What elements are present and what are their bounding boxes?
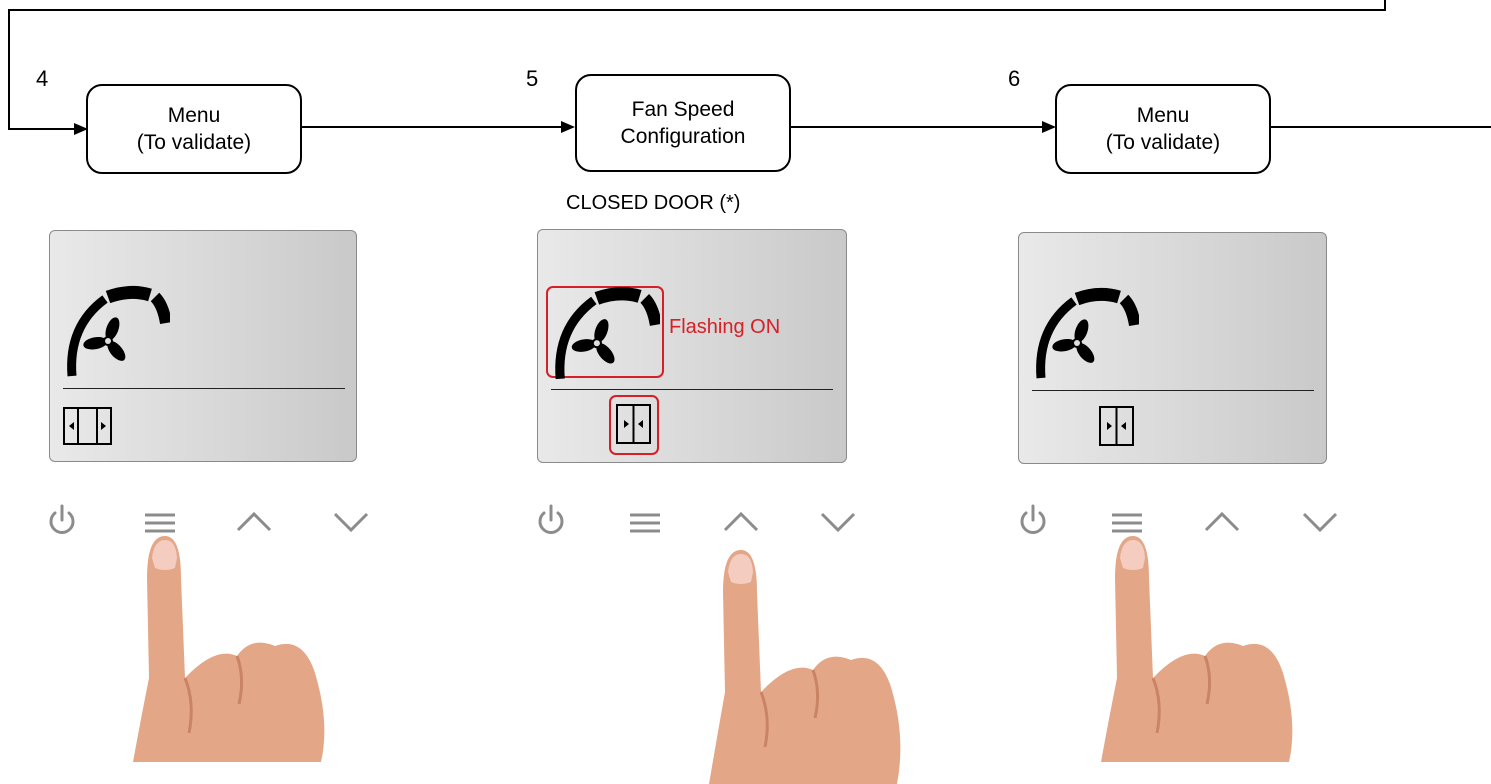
lcd-screen [49,230,357,462]
finger-pressing-menu-key [1101,536,1293,762]
closed-door-note: CLOSED DOOR (*) [566,192,741,214]
chevron-up-icon[interactable] [723,504,759,540]
door-closed-icon [1099,406,1134,446]
step-box-menu: Menu (To validate) [86,84,302,174]
lcd-divider [1032,390,1314,391]
flashing-on-label: Flashing ON [669,316,781,338]
lcd-screen: Flashing ON [537,229,847,463]
menu-icon[interactable] [628,506,664,542]
step-number: 5 [526,66,539,91]
power-icon[interactable] [1015,503,1051,539]
step-label-line1: Menu [167,104,221,127]
chevron-up-icon[interactable] [1204,504,1240,540]
step-label-line1: Fan Speed [631,98,735,121]
lcd-screen [1018,232,1327,464]
step-label-line2: Configuration [620,125,746,148]
chevron-down-icon[interactable] [820,504,856,540]
power-icon[interactable] [44,503,80,539]
door-open-icon [63,407,112,445]
step-number: 6 [1008,66,1021,91]
step-box-fan-speed: Fan Speed Configuration [575,74,791,172]
return-line [8,0,1386,135]
fan-speed-icon [67,285,170,377]
step-box-menu: Menu (To validate) [1055,84,1271,174]
step-label-line2: (To validate) [136,131,252,154]
menu-icon[interactable] [143,506,179,542]
menu-icon[interactable] [1110,506,1146,542]
step-number: 4 [36,66,49,91]
lcd-divider [63,388,345,389]
chevron-up-icon[interactable] [236,504,272,540]
lcd-divider [551,389,833,390]
chevron-down-icon[interactable] [333,504,369,540]
door-closed-icon [616,404,651,444]
finger-pressing-up-key [709,550,901,784]
fan-highlight-box [546,286,664,378]
chevron-down-icon[interactable] [1302,504,1338,540]
finger-pressing-menu-key [133,536,325,762]
fan-speed-icon [1036,287,1139,379]
fan-speed-icon [555,287,660,380]
step-label-line1: Menu [1136,104,1190,127]
power-icon[interactable] [533,503,569,539]
step-label-line2: (To validate) [1105,131,1221,154]
door-highlight-box [609,395,659,455]
